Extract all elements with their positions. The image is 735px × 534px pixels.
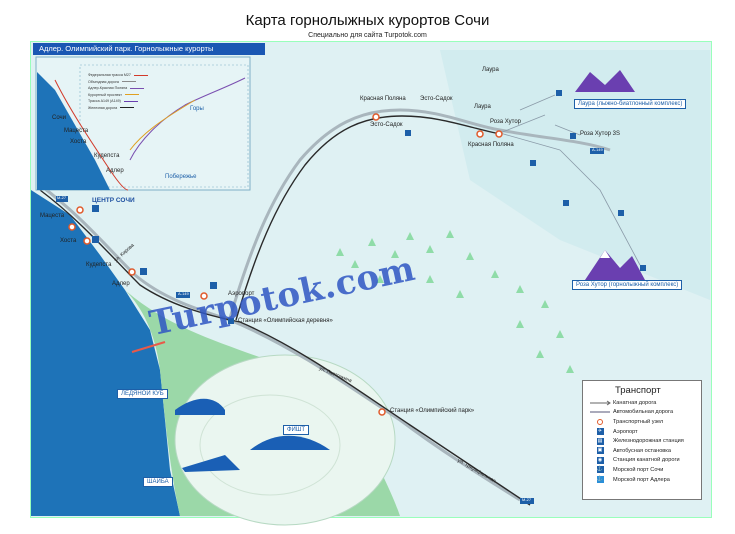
map-subtitle: Специально для сайта Turpotok.com — [308, 32, 427, 39]
inset-label-sochi: Сочи — [52, 115, 67, 121]
label-roza-khutor-complex[interactable]: Роза Хутор (горнолыжный комплекс) — [572, 280, 683, 290]
inset-coast-route — [54, 79, 129, 191]
legend-item-label: Транспортный узел — [613, 418, 664, 425]
sea-port-adler-icon: ⚓ — [596, 476, 604, 484]
cable-car-lines — [499, 94, 641, 266]
transport-hubs — [68, 113, 503, 416]
stop-markers — [92, 90, 646, 324]
bus-stop-icon: ▣ — [596, 447, 604, 455]
legend-item-sea-port-adler: ⚓ Морской порт Адлера — [583, 475, 701, 485]
label-krasnaya-polyana-top: Красная Поляна — [360, 96, 406, 102]
inset-label-adler: Адлер — [106, 168, 124, 174]
road-shield-a149-a: А-149 — [178, 291, 189, 296]
label-center-sochi[interactable]: ЦЕНТР СОЧИ — [92, 197, 135, 204]
ice-cube-venue — [175, 398, 225, 415]
cable-car-line-icon — [587, 400, 613, 406]
label-ice-cube[interactable]: ЛЕДЯНОЙ КУБ — [117, 389, 168, 399]
label-roza-khutor: Роза Хутор — [490, 119, 521, 125]
inset-legend-swatch — [133, 74, 148, 76]
legend-item-cable-car-line: Канатная дорога — [583, 398, 701, 408]
inset-legend-item: Курортный проспект — [88, 93, 139, 97]
legend-item-label: Станция канатной дороги — [613, 457, 680, 464]
inset-label-kudepsta: Кудепста — [94, 153, 120, 159]
shayba-venue — [182, 455, 240, 472]
cable-car-station-icon: ◉ — [596, 456, 604, 464]
road-a149 — [228, 108, 611, 319]
inset-legend-item: Федеральная трасса М27 — [88, 73, 148, 77]
legend-item-label: Автобусная остановка — [613, 447, 671, 454]
label-fisht[interactable]: ФИШТ — [283, 425, 310, 435]
inset-label-gory[interactable]: Горы — [190, 106, 204, 112]
inset-legend-item: Трасса А149 (А149) — [88, 99, 138, 103]
label-shayba[interactable]: ШАЙБА — [143, 477, 173, 487]
road-shield-a149-b: А-149 — [592, 147, 603, 152]
legend-title: Транспорт — [615, 385, 661, 396]
legend-item-label: Аэропорт — [613, 428, 638, 435]
label-laura: Лаура — [474, 104, 491, 110]
road-shields — [56, 148, 604, 504]
inset-legend-swatch — [124, 94, 139, 96]
sea-port-arrow — [131, 341, 166, 353]
railway-to-mountains — [235, 115, 501, 321]
inset-legend-swatch — [123, 100, 138, 102]
transport-hub-icon — [587, 418, 613, 425]
airport-icon: ✈ — [596, 428, 604, 436]
sea-port-sochi-icon: ⚓ — [596, 466, 604, 474]
legend-item-label: Морской порт Адлера — [613, 476, 670, 483]
roza-khutor-complex-icon — [585, 250, 645, 280]
label-kudepsta: Кудепста — [86, 262, 112, 268]
legend-item-sea-port-sochi: ⚓ Морской порт Сочи — [583, 465, 701, 475]
legend-item-road-line: Автомобильная дорога — [583, 408, 701, 418]
label-khosta: Хоста — [60, 238, 77, 244]
inset-label-matsesta: Мацеста — [64, 128, 89, 134]
inset-legend-swatch — [130, 87, 145, 89]
highway-m27 — [39, 183, 521, 502]
legend-item-airport: ✈ Аэропорт — [583, 427, 701, 437]
road-line-icon — [587, 409, 613, 415]
legend-item-label: Канатная дорога — [613, 399, 657, 406]
inset-mountain-route — [129, 77, 246, 161]
label-airport: Аэропорт — [228, 291, 255, 297]
legend-item-label: Автомобильная дорога — [613, 409, 674, 416]
inset-label-poberezhye[interactable]: Побережье — [165, 174, 197, 180]
label-roza-khutor-3s: Роза Хутор 3S — [580, 131, 620, 137]
legend-item-railway-station: ▤ Железнодорожная станция — [583, 436, 701, 446]
railway-main — [39, 189, 531, 506]
label-esto-sadok-top: Эсто-Садок — [420, 96, 453, 102]
label-laura-complex[interactable]: Лаура (лыжно-биатлонный комплекс) — [574, 99, 687, 109]
label-matsesta: Мацеста — [40, 213, 65, 219]
legend-item-label: Железнодорожная станция — [613, 438, 684, 445]
road-shield-m27-b: М-27 — [522, 497, 532, 502]
road-shield-m27-a: М-27 — [57, 195, 67, 200]
fisht-venue — [250, 435, 330, 450]
label-adler: Адлер — [112, 281, 130, 287]
label-station-olympic-park: Станция «Олимпийский парк» — [390, 408, 475, 414]
region-banner: Адлер. Олимпийский парк. Горнолыжные кур… — [33, 43, 265, 55]
label-esto-sadok: Эсто-Садок — [370, 122, 403, 128]
label-krasnaya-polyana: Красная Поляна — [468, 142, 514, 148]
inset-legend-swatch — [121, 81, 136, 83]
inset-legend-item: Адлер-Красная Поляна — [88, 86, 145, 90]
legend-item-transport-hub: Транспортный узел — [583, 417, 701, 427]
label-laura-top: Лаура — [482, 67, 499, 73]
legend-item-bus-stop: ▣ Автобусная остановка — [583, 446, 701, 456]
inset-legend-item: Железная дорога — [88, 106, 135, 110]
forest-trees — [336, 230, 574, 373]
inset-legend-item: Объездная дорога — [88, 80, 136, 84]
laura-complex-icon — [575, 70, 635, 92]
map-title: Карта горнолыжных курортов Сочи — [245, 12, 490, 29]
legend-item-cable-car-station: ◉ Станция канатной дороги — [583, 456, 701, 466]
sea — [31, 190, 180, 516]
label-station-olympic-village: Станция «Олимпийская деревня» — [238, 318, 333, 324]
legend-item-label: Морской порт Сочи — [613, 466, 664, 473]
inset-label-khosta: Хоста — [70, 139, 87, 145]
inset-legend-swatch — [120, 107, 135, 109]
inset-sea — [37, 72, 110, 190]
railway-station-icon: ▤ — [596, 437, 604, 445]
